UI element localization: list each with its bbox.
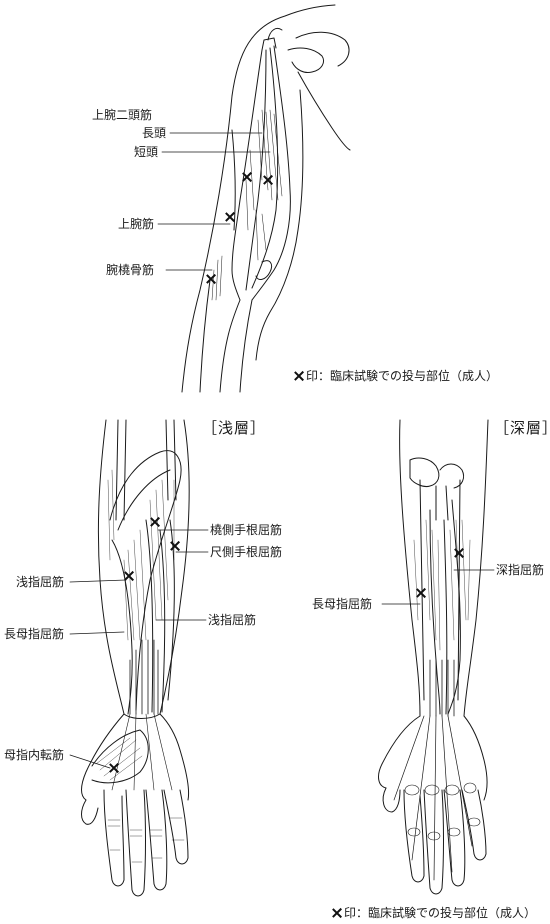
bottom-legend: 印：臨床試験での投与部位（成人） xyxy=(332,906,536,920)
injection-site-marker xyxy=(109,763,119,773)
upper-arm-figure xyxy=(157,4,351,393)
injection-site-marker xyxy=(263,175,273,185)
label-biceps: 上腕二頭筋 xyxy=(92,108,153,122)
injection-site-marker xyxy=(242,172,252,182)
injection-site-marker xyxy=(206,274,216,284)
x-mark-icon xyxy=(294,371,304,381)
injection-site-marker xyxy=(124,571,134,581)
deep-forearm-figure xyxy=(378,419,495,895)
heading-superficial: ［浅層］ xyxy=(202,419,267,437)
label-fpl-deep: 長母指屈筋 xyxy=(312,597,373,611)
label-long-head: 長頭 xyxy=(142,126,167,140)
injection-site-marker xyxy=(150,517,160,527)
upper-legend-text: 印：臨床試験での投与部位（成人） xyxy=(306,369,499,383)
label-fpl-superficial: 長母指屈筋 xyxy=(4,627,65,641)
injection-site-marker xyxy=(170,541,180,551)
injection-site-marker xyxy=(416,588,426,598)
heading-deep: ［深層］ xyxy=(494,419,550,437)
superficial-forearm-figure xyxy=(69,419,209,897)
injection-site-marker xyxy=(454,548,464,558)
label-fds-right: 浅指屈筋 xyxy=(208,613,257,627)
label-brachioradialis: 腕橈骨筋 xyxy=(106,263,155,277)
label-short-head: 短頭 xyxy=(134,145,159,159)
label-fcu: 尺側手根屈筋 xyxy=(210,545,283,559)
label-fdp: 深指屈筋 xyxy=(496,563,545,577)
injection-site-marker xyxy=(225,212,235,222)
x-mark-icon xyxy=(332,908,342,918)
label-brachialis: 上腕筋 xyxy=(118,217,155,231)
label-adductor-pollicis: 母指内転筋 xyxy=(4,748,65,762)
upper-legend: 印：臨床試験での投与部位（成人） xyxy=(294,369,498,383)
label-fcr: 橈側手根屈筋 xyxy=(210,523,283,537)
label-fds-left: 浅指屈筋 xyxy=(16,575,65,589)
bottom-legend-text: 印：臨床試験での投与部位（成人） xyxy=(344,906,537,920)
